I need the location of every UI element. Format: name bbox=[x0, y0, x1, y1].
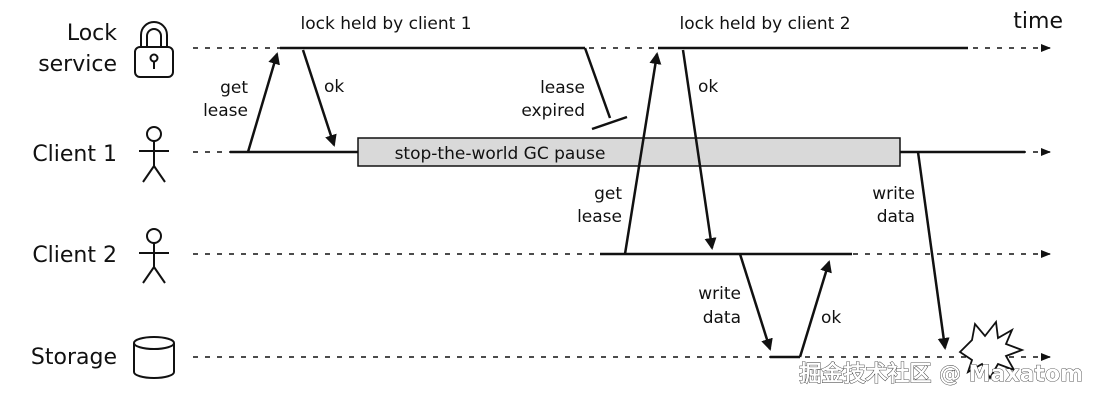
ok-arrow-3 bbox=[798, 260, 832, 358]
time-axis-label: time bbox=[1013, 9, 1063, 34]
get-lease-arrow-2 bbox=[623, 52, 662, 255]
write-data-arrow-client2 bbox=[738, 253, 773, 351]
get-lease-label-1-line1: get bbox=[220, 78, 248, 98]
get-lease-label-1-line2: lease bbox=[203, 101, 248, 121]
write-data-client2-label-line1: write bbox=[698, 284, 741, 304]
watermark-text: 掘金技术社区 @ Maxatom bbox=[799, 361, 1083, 387]
person-icon bbox=[139, 126, 169, 183]
gc-pause-label: stop-the-world GC pause bbox=[395, 144, 606, 164]
write-data-client1-label-line2: data bbox=[877, 207, 915, 227]
collision-burst-icon bbox=[958, 319, 1025, 380]
lease-expired-cross bbox=[591, 115, 628, 131]
write-data-client1-label-line1: write bbox=[872, 184, 915, 204]
lease-expired-label-line1: lease bbox=[540, 78, 585, 98]
cylinder-icon bbox=[133, 336, 175, 379]
gc-pause-box bbox=[357, 137, 901, 167]
storage-label: Storage bbox=[31, 345, 117, 370]
get-lease-label-2-line1: get bbox=[594, 184, 622, 204]
lock-service-label-line2: service bbox=[38, 52, 117, 77]
get-lease-arrow-1 bbox=[246, 52, 280, 153]
client1-label: Client 1 bbox=[32, 142, 117, 167]
write-data-client2-label-line2: data bbox=[703, 308, 741, 328]
ok-arrow-2 bbox=[681, 49, 717, 250]
lease-expired-label-line2: expired bbox=[521, 101, 585, 121]
person-icon bbox=[139, 228, 169, 284]
lock-held-client2-label: lock held by client 2 bbox=[679, 14, 850, 34]
lock-service-label-line1: Lock bbox=[67, 21, 117, 46]
get-lease-label-2-line2: lease bbox=[577, 207, 622, 227]
client2-label: Client 2 bbox=[32, 243, 117, 268]
ok-label-3: ok bbox=[821, 308, 841, 328]
ok-label-2: ok bbox=[698, 77, 718, 97]
ok-label-1: ok bbox=[324, 77, 344, 97]
lock-held-client1-label: lock held by client 1 bbox=[300, 14, 471, 34]
padlock-icon bbox=[134, 21, 174, 78]
ok-arrow-1 bbox=[301, 49, 337, 147]
lease-expiry-line bbox=[583, 47, 612, 119]
write-data-arrow-client1 bbox=[916, 151, 950, 350]
